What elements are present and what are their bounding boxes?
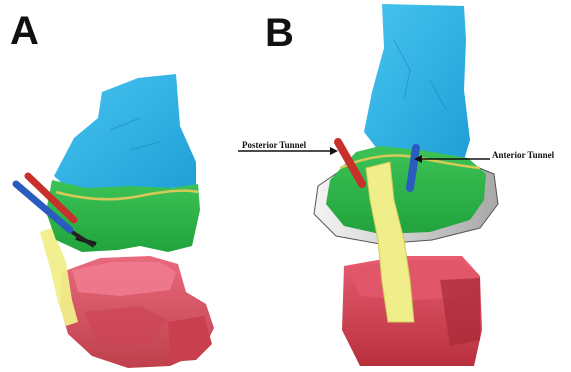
panel-a: A: [10, 9, 214, 368]
posterior-tunnel-label: Posterior Tunnel: [242, 140, 307, 150]
anterior-tunnel-label: Anterior Tunnel: [492, 150, 555, 160]
femur-shaft-b: [364, 4, 470, 160]
panel-b-label: B: [265, 11, 294, 55]
femur-shaft-a: [54, 74, 196, 192]
tibia-a: [60, 256, 214, 368]
panel-a-label: A: [10, 9, 39, 53]
panel-b: B Posterior Tunnel Anterior Tunnel: [238, 4, 555, 366]
